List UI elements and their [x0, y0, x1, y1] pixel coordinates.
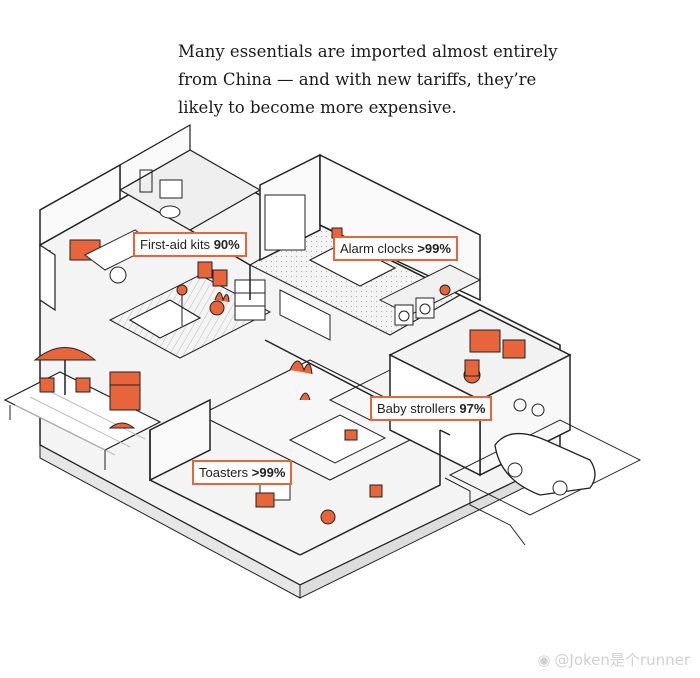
- callout-baby-strollers: Baby strollers 97%: [370, 396, 493, 421]
- weibo-icon: ◉: [537, 650, 551, 669]
- watermark-text: @Joken是个runner: [554, 651, 690, 669]
- headline: Many essentials are imported almost enti…: [178, 38, 578, 122]
- watermark: ◉ @Joken是个runner: [537, 649, 690, 670]
- headline-line-1: Many essentials are imported almost enti…: [178, 42, 558, 61]
- patio-deck: [3, 347, 162, 470]
- callout-alarm-clocks: Alarm clocks >99%: [333, 236, 458, 261]
- callout-baby-strollers-value: 97%: [459, 401, 486, 416]
- callout-first-aid: First-aid kits 90%: [133, 232, 247, 257]
- laundry-room: [378, 264, 482, 326]
- callout-first-aid-label: First-aid kits: [140, 237, 211, 252]
- callout-toasters: Toasters >99%: [192, 460, 293, 485]
- car-and-driveway: [444, 419, 642, 546]
- headline-line-2: from China — and with new tariffs, they’…: [178, 70, 537, 89]
- callout-first-aid-value: 90%: [213, 237, 240, 252]
- callout-baby-strollers-label: Baby strollers: [377, 401, 456, 416]
- callout-alarm-clocks-label: Alarm clocks: [340, 241, 414, 256]
- living-room: [108, 261, 272, 359]
- headline-line-3: likely to become more expensive.: [178, 98, 457, 117]
- callout-alarm-clocks-value: >99%: [417, 241, 451, 256]
- callout-toasters-label: Toasters: [199, 465, 249, 480]
- callout-toasters-value: >99%: [251, 465, 286, 480]
- plants: [214, 292, 313, 401]
